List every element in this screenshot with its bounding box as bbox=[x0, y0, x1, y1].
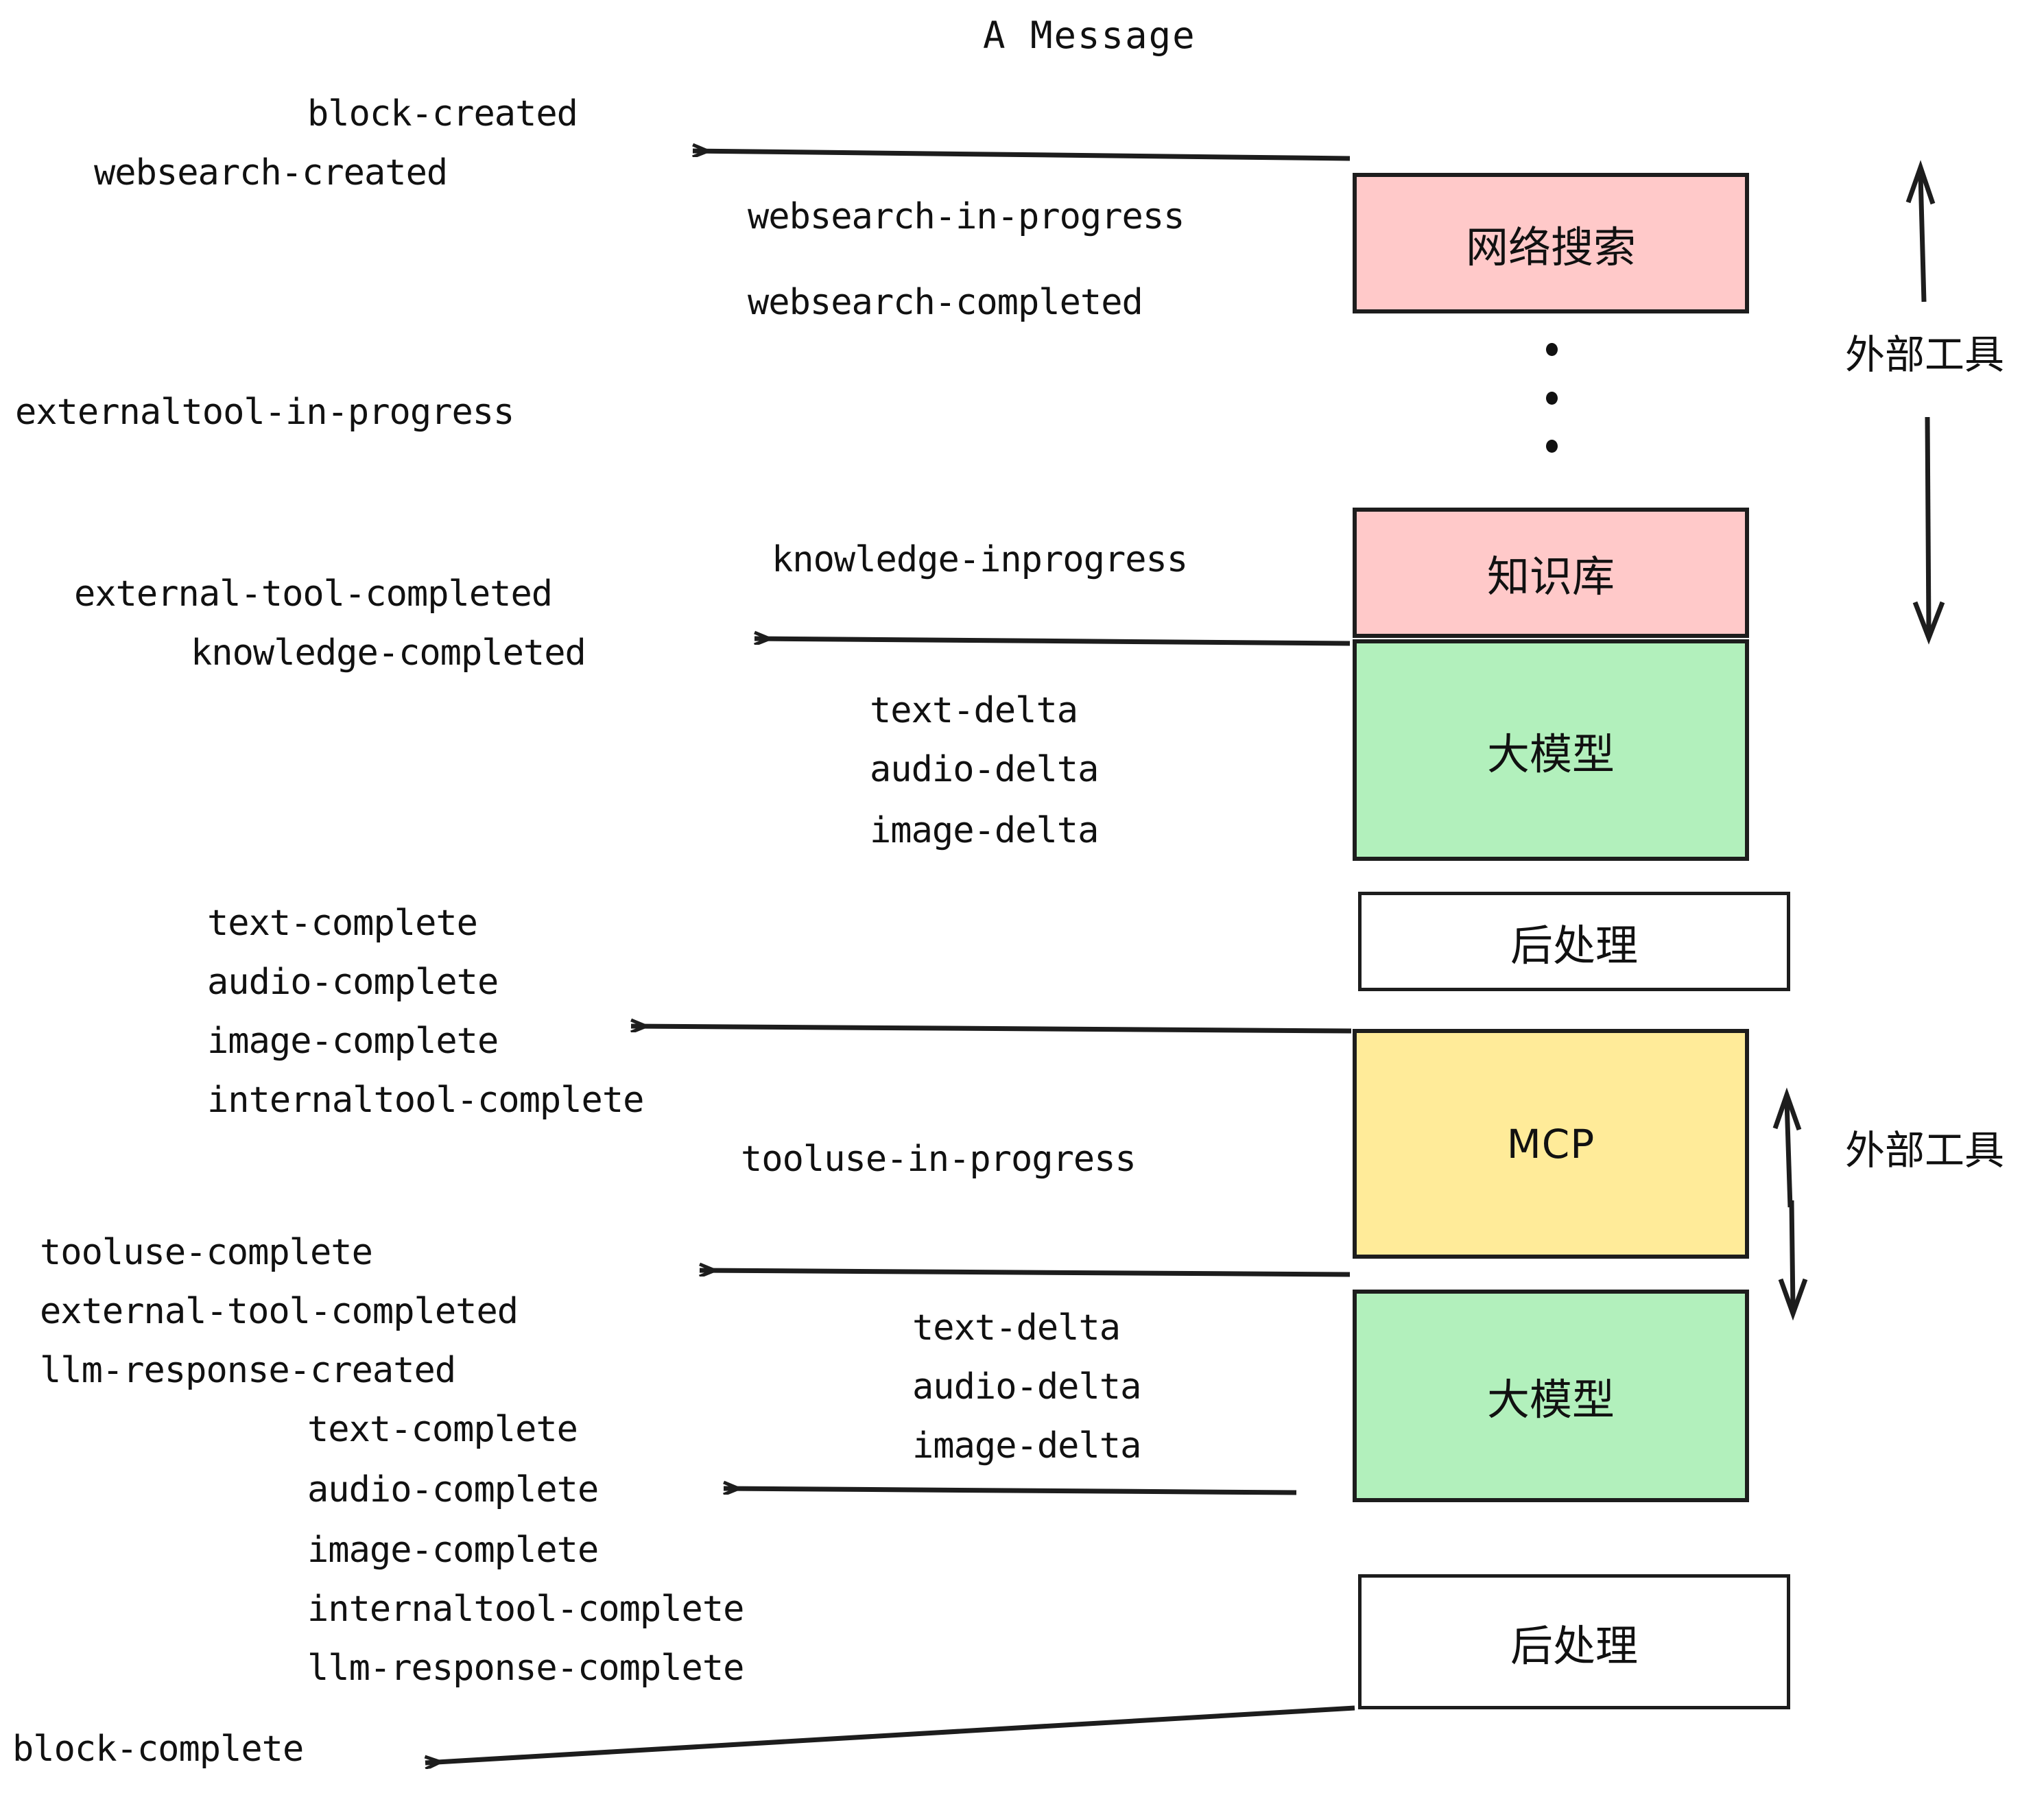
box-llm-1[interactable]: 大模型 bbox=[1353, 639, 1749, 861]
event-label-knowledge-completed: knowledge-completed bbox=[191, 632, 586, 674]
box-postprocess-2-label: 后处理 bbox=[1510, 1620, 1638, 1671]
arrow-external-tool-top-down bbox=[1925, 416, 1932, 632]
side-label-external-tool-bottom: 外部工具 bbox=[1845, 1127, 2005, 1174]
event-label-knowledge-inprogress: knowledge-inprogress bbox=[772, 539, 1188, 580]
event-label-internaltool-complete-2: internaltool-complete bbox=[307, 1589, 744, 1630]
box-knowledge[interactable]: 知识库 bbox=[1353, 508, 1749, 638]
arrow-postprocess2-to-block-complete bbox=[425, 1705, 1355, 1763]
arrow-postprocess1-to-image-complete bbox=[631, 1026, 1352, 1034]
box-postprocess-1-label: 后处理 bbox=[1510, 920, 1638, 971]
event-label-external-tool-completed-1: external-tool-completed bbox=[74, 573, 553, 615]
event-label-image-delta-2: image-delta bbox=[912, 1425, 1141, 1467]
arrow-knowledge-to-completed bbox=[754, 639, 1351, 646]
box-websearch-label: 网络搜索 bbox=[1465, 222, 1636, 272]
vertical-ellipsis-icon bbox=[1545, 343, 1558, 453]
box-postprocess-1[interactable]: 后处理 bbox=[1358, 892, 1790, 991]
event-label-internaltool-complete-1: internaltool-complete bbox=[207, 1080, 644, 1121]
event-label-websearch-completed: websearch-completed bbox=[748, 282, 1143, 323]
box-websearch[interactable]: 网络搜索 bbox=[1353, 173, 1749, 313]
box-llm-1-label: 大模型 bbox=[1486, 728, 1615, 779]
event-label-websearch-in-progress: websearch-in-progress bbox=[748, 196, 1185, 237]
event-label-text-delta-1: text-delta bbox=[870, 690, 1078, 731]
box-postprocess-2[interactable]: 后处理 bbox=[1358, 1574, 1790, 1709]
arrowhead-external-tool-bottom-up bbox=[1772, 1087, 1802, 1131]
arrow-external-tool-bottom-up bbox=[1784, 1100, 1793, 1208]
arrowhead-external-tool-bottom-down bbox=[1778, 1278, 1808, 1321]
event-label-external-tool-completed-2: external-tool-completed bbox=[40, 1291, 519, 1332]
event-label-externaltool-in-progress: externaltool-in-progress bbox=[15, 392, 514, 433]
arrow-external-tool-bottom-down bbox=[1789, 1200, 1796, 1307]
event-label-image-complete-2: image-complete bbox=[307, 1530, 599, 1571]
event-label-audio-delta-2: audio-delta bbox=[912, 1366, 1141, 1408]
page-title: A Message bbox=[983, 14, 1196, 57]
event-label-audio-complete-1: audio-complete bbox=[207, 962, 499, 1003]
event-label-block-complete: block-complete bbox=[12, 1729, 304, 1770]
event-label-tooluse-in-progress: tooluse-in-progress bbox=[741, 1139, 1137, 1180]
arrow-websearch-to-block-created bbox=[693, 151, 1351, 161]
box-mcp[interactable]: MCP bbox=[1353, 1029, 1749, 1259]
event-label-llm-response-complete: llm-response-complete bbox=[307, 1648, 744, 1689]
event-label-tooluse-complete: tooluse-complete bbox=[40, 1232, 373, 1273]
box-knowledge-label: 知识库 bbox=[1486, 551, 1615, 602]
event-label-image-complete-1: image-complete bbox=[207, 1021, 499, 1062]
arrow-external-tool-top-up bbox=[1918, 174, 1927, 302]
event-label-text-complete-2: text-complete bbox=[307, 1409, 578, 1450]
event-label-websearch-created: websearch-created bbox=[94, 152, 448, 193]
event-label-image-delta-1: image-delta bbox=[870, 810, 1099, 851]
arrow-llm2-to-audio-complete bbox=[724, 1488, 1297, 1495]
box-llm-2-label: 大模型 bbox=[1486, 1375, 1615, 1425]
box-llm-2[interactable]: 大模型 bbox=[1353, 1290, 1749, 1502]
event-label-audio-complete-2: audio-complete bbox=[307, 1469, 599, 1510]
event-label-block-created: block-created bbox=[307, 93, 578, 134]
event-label-llm-response-created: llm-response-created bbox=[40, 1350, 456, 1391]
arrow-mcp-to-tooluse-complete bbox=[700, 1270, 1351, 1277]
box-mcp-label: MCP bbox=[1506, 1120, 1595, 1167]
side-label-external-tool-top: 外部工具 bbox=[1845, 331, 2005, 378]
arrowhead-external-tool-top-down bbox=[1912, 601, 1945, 645]
event-label-audio-delta-1: audio-delta bbox=[870, 749, 1099, 790]
event-label-text-complete-1: text-complete bbox=[207, 903, 478, 944]
event-label-text-delta-2: text-delta bbox=[912, 1307, 1121, 1349]
arrowhead-external-tool-top-up bbox=[1905, 160, 1936, 205]
